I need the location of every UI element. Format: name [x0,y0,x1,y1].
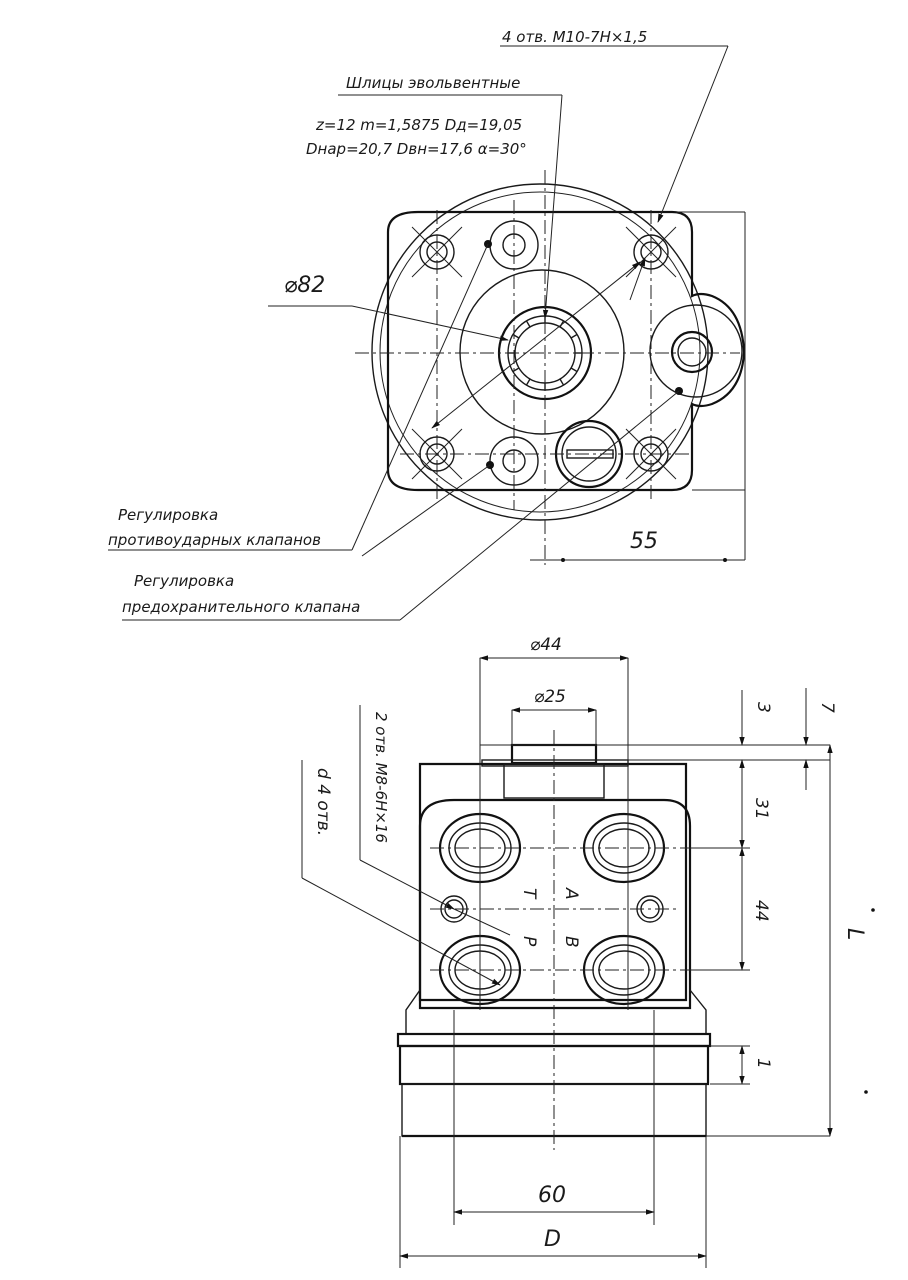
dim-55-label: 55 [630,529,658,554]
spline-tooth [525,320,531,328]
dim-D: D [544,1227,561,1252]
relief-label-2: предохранительного клапана [122,598,360,616]
tapped-callout: 2 отв. M8-6H×16 [372,712,390,843]
flange-outline [386,210,746,492]
dim-3: 3 [753,702,773,713]
dim-7: 7 [817,702,837,713]
spline-tooth [570,367,578,373]
spline-params-1: z=12 m=1,5875 Dд=19,05 [315,116,522,134]
port-letter-B: B [561,936,581,948]
antishock-plug-top [484,220,539,270]
ports-callout: d 4 отв. [313,768,333,836]
port-letter-A: A [561,887,581,900]
antishock-label-1: Регулировка [118,506,218,524]
port-letter-T: T [519,888,539,900]
spline-tooth [570,333,578,339]
relief-label-1: Регулировка [134,572,234,590]
spline-title: Шлицы эвольвентные [346,74,520,92]
port-letter-P: P [519,936,539,947]
dim-d44: ⌀44 [530,635,562,655]
antishock-label-2: противоударных клапанов [108,531,321,549]
spline-tooth [559,378,565,386]
dim-31: 31 [751,798,771,820]
housing-transition [405,989,707,1035]
dim-44: 44 [751,900,771,922]
dim-L: L [842,928,867,940]
thread-callout-text: 4 отв. M10-7H×1,5 [502,28,647,46]
dim-60: 60 [538,1183,566,1208]
top-view: 4 отв. M10-7H×1,5 Шлицы эвольвентные z=1… [108,28,746,621]
body-circle [371,183,709,521]
spline-tooth [525,378,531,386]
side-lobe-port [649,304,743,398]
antishock-plug-bottom [486,436,539,486]
body-circle-inner [379,191,701,513]
front-view: T A P B ⌀44 ⌀25 [301,635,875,1268]
valve-block-face [418,798,692,1010]
dim-d25: ⌀25 [534,687,566,707]
spline-params-2: Dнар=20,7 Dвн=17,6 α=30° [306,140,527,158]
flange-diameter-label: ⌀82 [284,273,325,298]
dim-1-small: 1 [753,1058,773,1069]
